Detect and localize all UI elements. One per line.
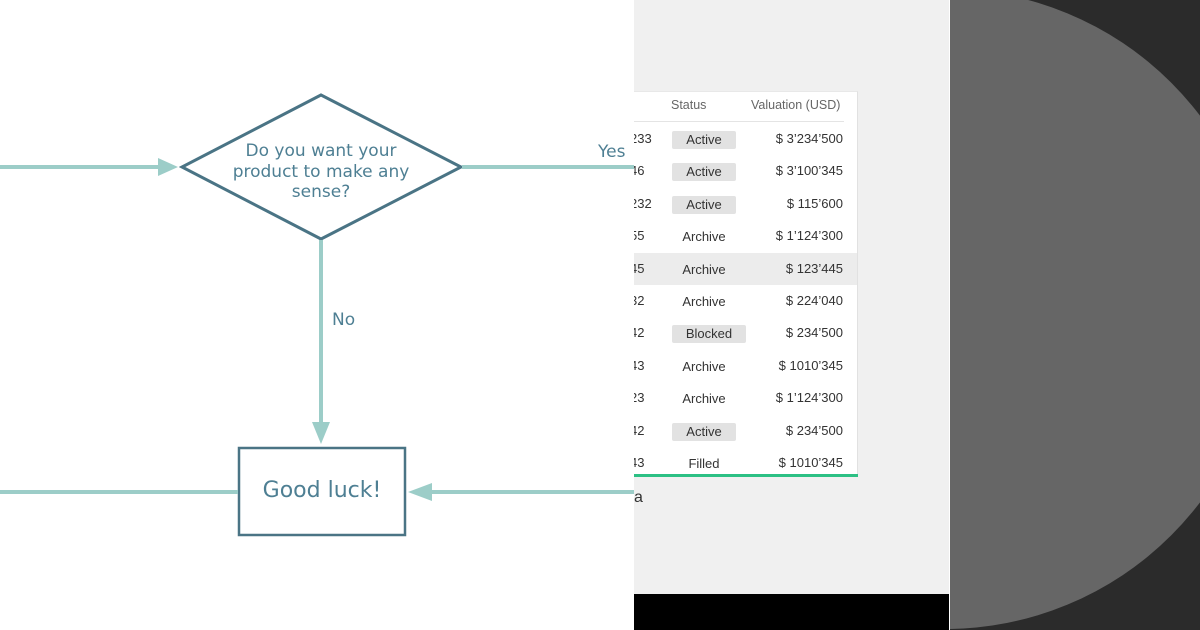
incoming-arrowhead — [158, 158, 178, 176]
table-row[interactable]: 43 Archive $ 1010’345 — [634, 350, 857, 382]
flowchart-panel: Do you want your product to make any sen… — [0, 93, 634, 537]
cell-valuation: $ 1’124’300 — [775, 390, 843, 406]
table-row[interactable]: 42 Active $ 234’500 — [634, 415, 857, 447]
flowchart-diagram — [0, 93, 634, 537]
cell-id: 46 — [634, 163, 645, 179]
table-row[interactable]: 232 Active $ 115’600 — [634, 188, 857, 220]
table-row[interactable]: 45 Archive $ 123’445 — [634, 252, 857, 285]
cell-valuation: $ 1010’345 — [778, 357, 843, 373]
status-badge: Active — [672, 195, 736, 214]
cell-valuation: $ 3’100’345 — [775, 163, 843, 179]
cell-valuation: $ 224’040 — [785, 293, 843, 308]
status-badge: Active — [672, 422, 736, 441]
cell-valuation: $ 1’124’300 — [775, 228, 843, 244]
cell-valuation: $ 123’445 — [785, 260, 843, 276]
header-divider — [634, 121, 844, 122]
decision-question-text: Do you want your product to make any sen… — [232, 141, 410, 202]
column-header-valuation[interactable]: Valuation (USD) — [751, 98, 841, 112]
table-row[interactable]: 32 Archive $ 224’040 — [634, 285, 857, 317]
status-text: Filled — [688, 456, 720, 471]
cell-id: 55 — [634, 228, 645, 244]
cell-id: 42 — [634, 422, 645, 438]
status-text: Archive — [682, 358, 726, 374]
table-accent-line — [634, 474, 858, 477]
table-row[interactable]: 46 Active $ 3’100’345 — [634, 155, 857, 187]
cell-valuation: $ 234’500 — [785, 422, 843, 438]
cell-id: 233 — [634, 131, 652, 146]
status-badge: Active — [672, 131, 736, 149]
footer-text-fragment: a — [634, 489, 643, 506]
cell-valuation: $ 115’600 — [786, 195, 843, 211]
no-branch-label: No — [332, 310, 356, 330]
column-header-status[interactable]: Status — [671, 98, 707, 112]
yes-branch-label: Yes — [598, 142, 626, 162]
cell-id: 45 — [634, 260, 645, 276]
cell-id: 43 — [634, 357, 645, 373]
status-text: Archive — [682, 261, 726, 277]
table-row[interactable]: 233 Active $ 3’234’500 — [634, 123, 857, 155]
black-bar — [634, 594, 950, 630]
status-text: Archive — [682, 294, 726, 309]
status-badge: Blocked — [672, 325, 746, 344]
table-row[interactable]: 42 Blocked $ 234’500 — [634, 317, 857, 349]
cell-id: 42 — [634, 325, 645, 341]
status-badge: Active — [672, 163, 736, 182]
no-branch-arrowhead — [312, 422, 330, 444]
cell-valuation: $ 1010’345 — [778, 455, 843, 470]
status-text: Archive — [682, 391, 726, 407]
cell-id: 23 — [634, 390, 645, 406]
cell-id: 43 — [634, 455, 645, 470]
table-row[interactable]: 23 Archive $ 1’124’300 — [634, 382, 857, 414]
terminal-box — [237, 446, 407, 537]
table-row[interactable]: 43 Filled $ 1010’345 — [634, 447, 857, 479]
terminal-text: Good luck! — [262, 478, 382, 503]
decision-diamond — [178, 93, 465, 241]
cell-valuation: $ 3’234’500 — [775, 131, 843, 146]
status-text: Archive — [682, 229, 726, 245]
cell-id: 32 — [634, 293, 645, 308]
table-panel: Status Valuation (USD) 233Active$ 3’234’… — [634, 0, 950, 630]
return-arrowhead — [408, 483, 432, 501]
table-row[interactable]: 55 Archive $ 1’124’300 — [634, 220, 857, 252]
large-gray-circle — [950, 0, 1200, 629]
cell-valuation: $ 234’500 — [785, 325, 843, 341]
dark-circle-panel — [950, 0, 1200, 630]
cell-id: 232 — [634, 195, 652, 211]
